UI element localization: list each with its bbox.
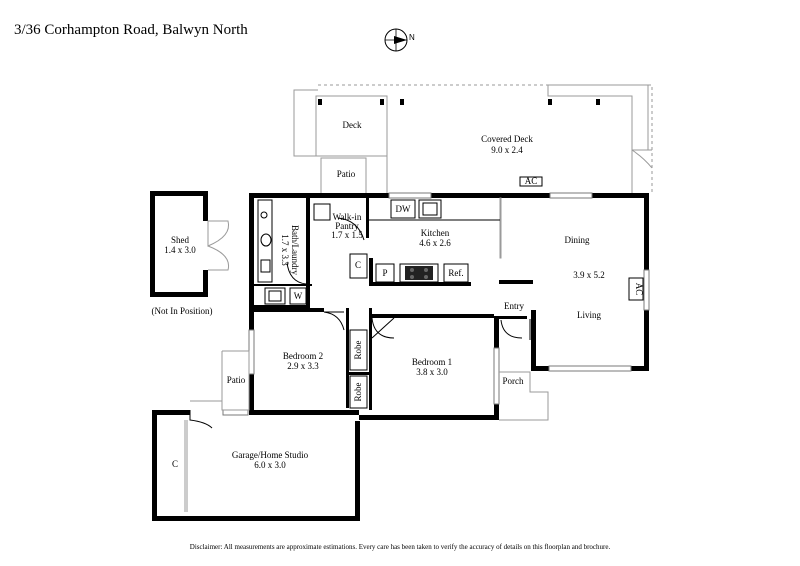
deck-label: Deck <box>343 120 362 130</box>
bedroom1-size: 3.8 x 3.0 <box>416 367 448 377</box>
p-label: P <box>382 268 387 278</box>
kitchen-size: 4.6 x 2.6 <box>419 238 451 248</box>
c-garage-label: C <box>172 459 178 469</box>
bedroom2-label: Bedroom 2 <box>283 351 323 361</box>
room-labels: Deck Covered Deck 9.0 x 2.4 Patio AC She… <box>151 120 644 470</box>
patio-top-area <box>320 157 367 195</box>
robe2-label: Robe <box>353 382 363 401</box>
ac-right-label: AC <box>634 283 644 296</box>
entry-label: Entry <box>504 301 524 311</box>
covered-deck-label: Covered Deck <box>481 134 533 144</box>
shed-label: Shed <box>171 235 190 245</box>
compass-n-label: N <box>409 33 415 42</box>
patio-top-label: Patio <box>337 169 356 179</box>
pantry-label-2: Pantry <box>335 221 359 231</box>
address-title: 3/36 Corhampton Road, Balwyn North <box>14 22 248 38</box>
interior-walls <box>254 197 533 410</box>
compass-icon <box>384 28 408 52</box>
fixtures <box>190 199 644 421</box>
shed-building <box>150 191 230 297</box>
ac-top-label: AC <box>525 176 538 186</box>
garage-size: 6.0 x 3.0 <box>254 460 286 470</box>
living-label: Living <box>577 310 601 320</box>
bedroom2-size: 2.9 x 3.3 <box>287 361 319 371</box>
ref-label: Ref. <box>448 268 463 278</box>
dw-label: DW <box>396 204 411 214</box>
pantry-size: 1.7 x 1.5 <box>331 230 363 240</box>
bath-laundry-size: 1.7 x 3.3 <box>280 234 290 266</box>
disclaimer: Disclaimer: All measurements are approxi… <box>189 543 611 551</box>
doors <box>184 217 531 512</box>
not-in-position-label: (Not In Position) <box>151 306 212 316</box>
deck-area <box>293 84 600 195</box>
covered-deck-area <box>519 84 653 193</box>
robe1-label: Robe <box>353 340 363 359</box>
living-size: 3.9 x 5.2 <box>573 270 605 280</box>
bedroom1-label: Bedroom 1 <box>412 357 452 367</box>
bath-laundry-label: Bath/Laundry <box>290 225 300 275</box>
porch-label: Porch <box>503 376 524 386</box>
c-kitchen-label: C <box>355 260 361 270</box>
shed-size: 1.4 x 3.0 <box>164 245 196 255</box>
covered-deck-size: 9.0 x 2.4 <box>491 145 523 155</box>
dining-label: Dining <box>564 235 590 245</box>
garage-label: Garage/Home Studio <box>232 450 309 460</box>
kitchen-label: Kitchen <box>421 228 450 238</box>
patio-left-label: Patio <box>227 375 246 385</box>
w-label: W <box>294 291 303 301</box>
windows <box>222 192 650 416</box>
pantry-label-1: Walk-in <box>333 212 362 222</box>
